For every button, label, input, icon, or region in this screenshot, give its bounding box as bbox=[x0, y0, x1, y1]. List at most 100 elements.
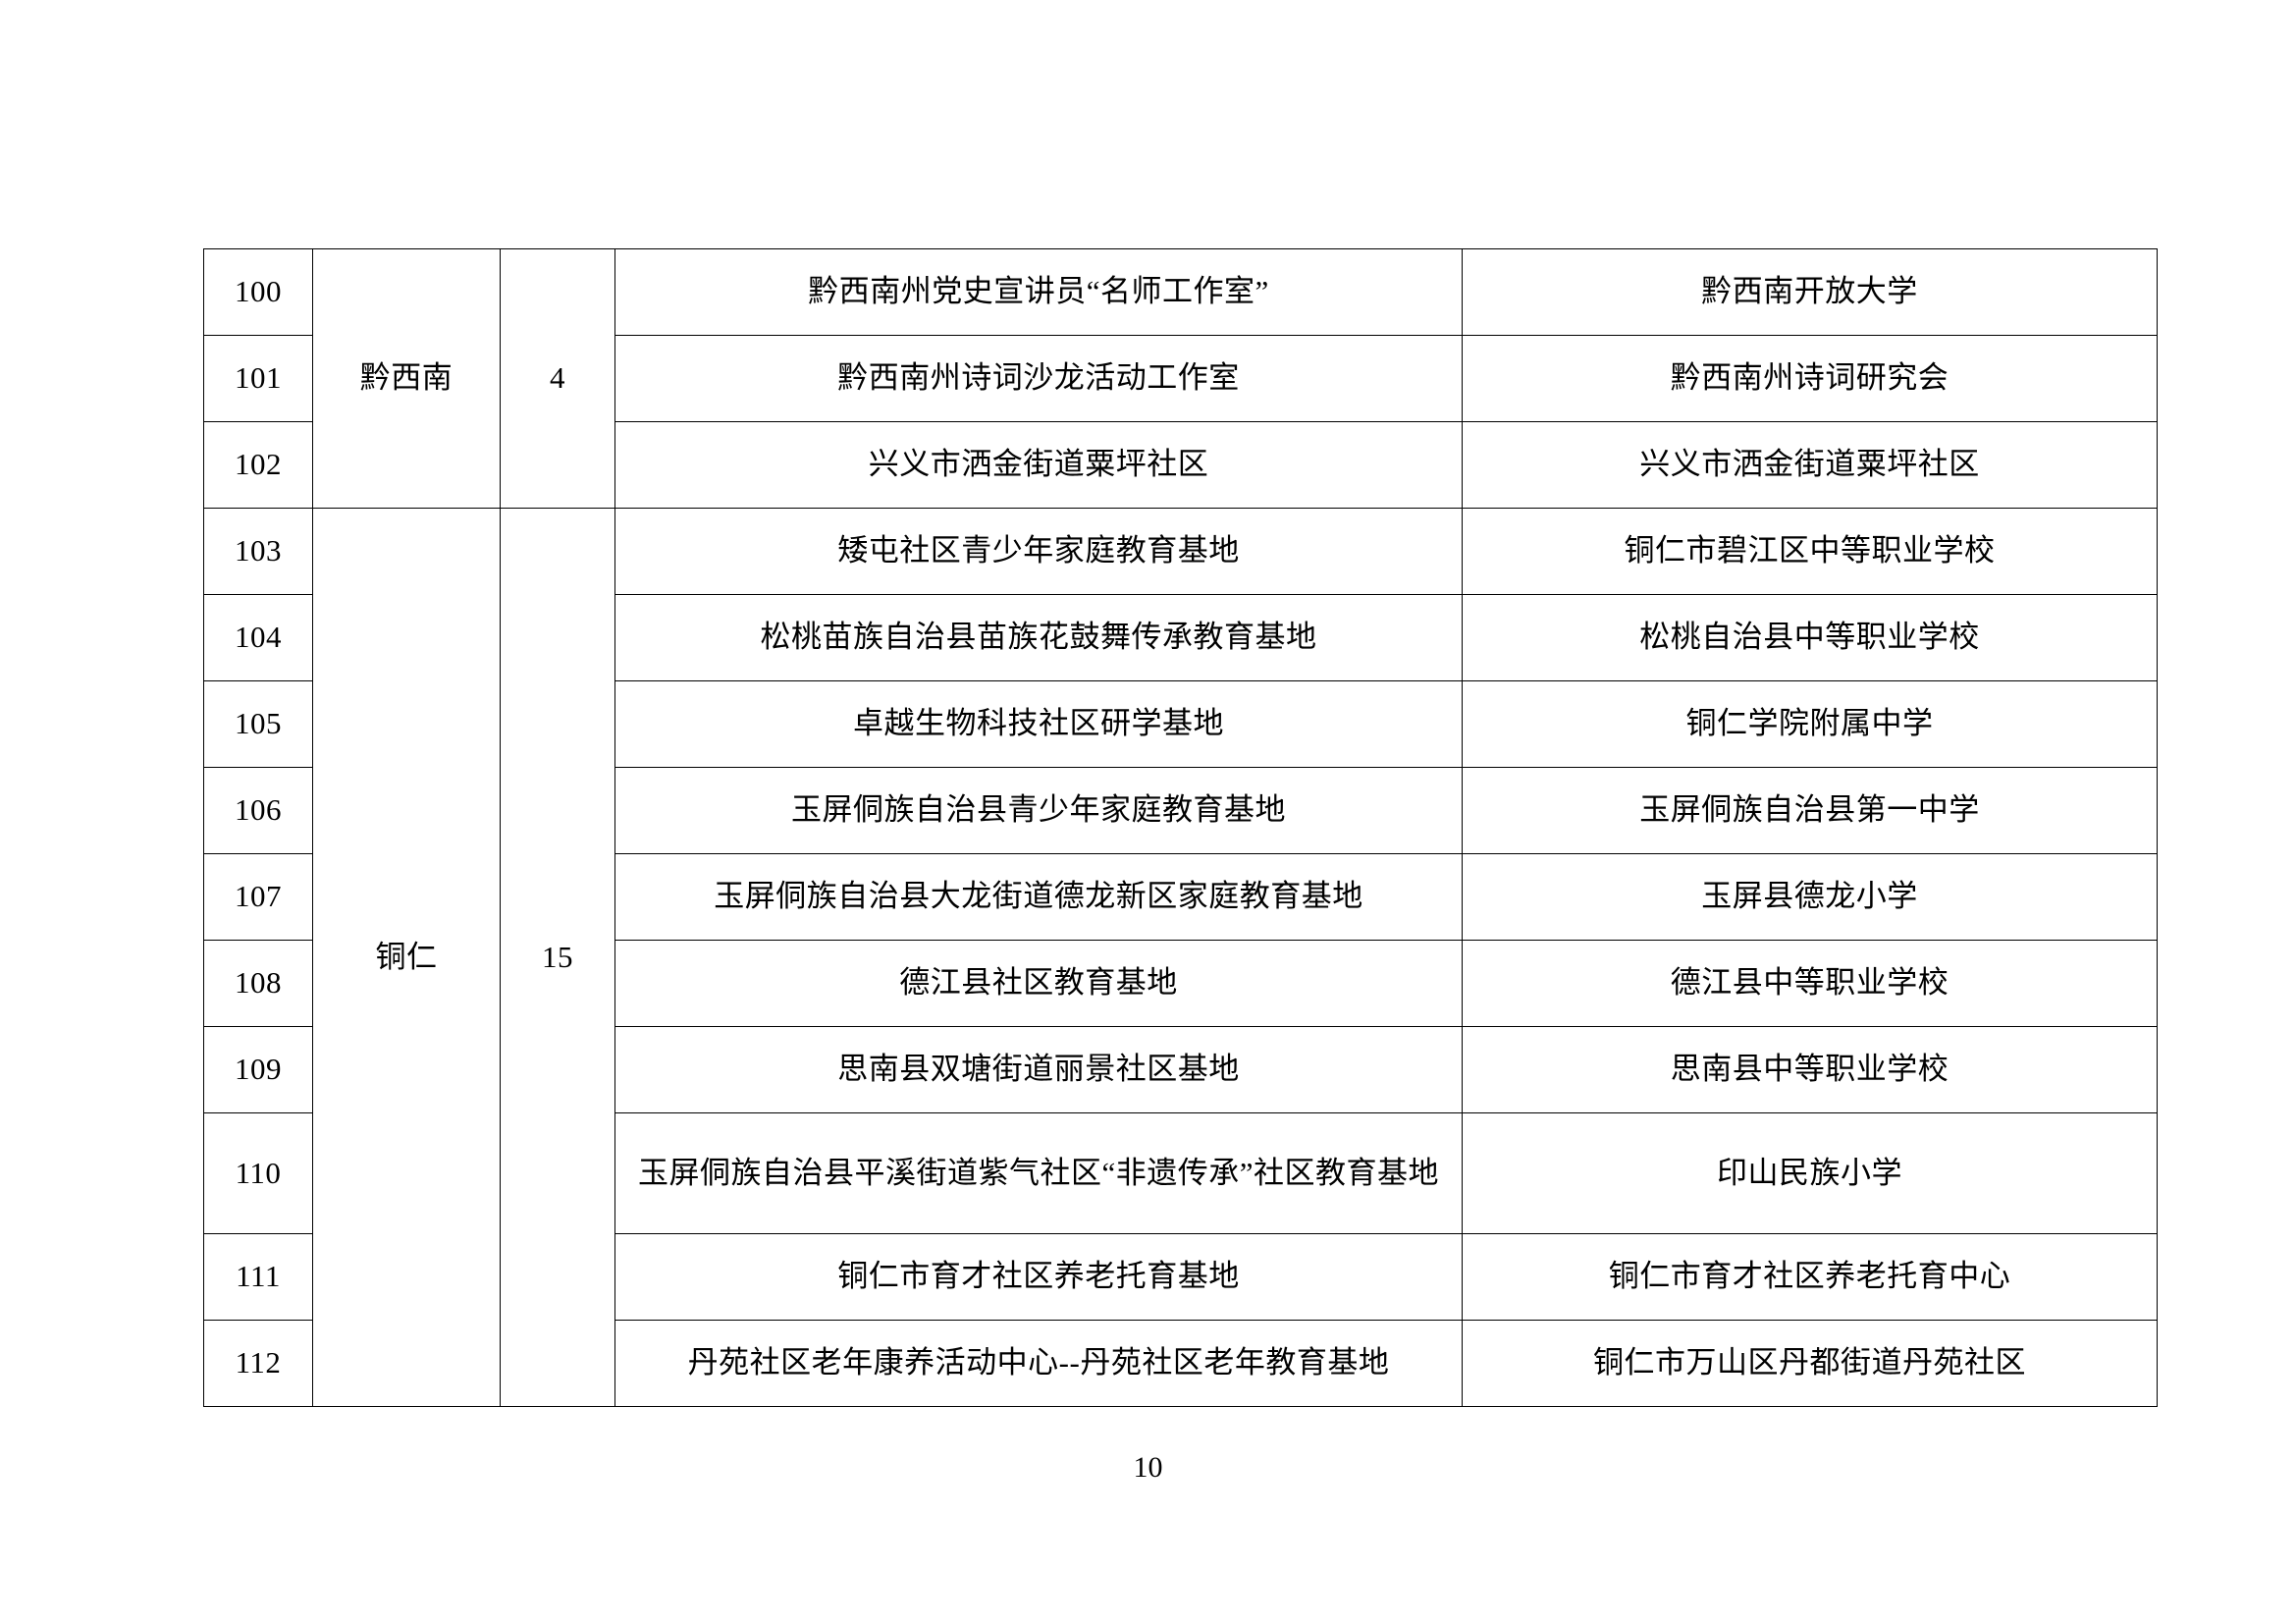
table-row: 108 德江县社区教育基地 德江县中等职业学校 bbox=[203, 940, 2158, 1027]
project-name-cell: 黔西南州诗词沙龙活动工作室 bbox=[614, 335, 1463, 422]
project-name: 玉屏侗族自治县平溪街道紫气社区“非遗传承”社区教育基地 bbox=[637, 1155, 1440, 1190]
count-value: 15 bbox=[542, 939, 573, 974]
row-number-cell: 109 bbox=[203, 1026, 313, 1113]
table-row: 105 卓越生物科技社区研学基地 铜仁学院附属中学 bbox=[203, 680, 2158, 768]
table-row: 101 黔西南州诗词沙龙活动工作室 黔西南州诗词研究会 bbox=[203, 335, 2158, 422]
host-org: 铜仁市万山区丹都街道丹苑社区 bbox=[1593, 1345, 2026, 1380]
table-row: 109 思南县双塘街道丽景社区基地 思南县中等职业学校 bbox=[203, 1026, 2158, 1113]
project-name-cell: 卓越生物科技社区研学基地 bbox=[614, 680, 1463, 768]
table-row: 104 松桃苗族自治县苗族花鼓舞传承教育基地 松桃自治县中等职业学校 bbox=[203, 594, 2158, 681]
count-value: 4 bbox=[550, 360, 565, 396]
host-org: 铜仁市育才社区养老托育中心 bbox=[1608, 1259, 2011, 1294]
host-org: 黔西南州诗词研究会 bbox=[1670, 360, 1949, 396]
project-name: 思南县双塘街道丽景社区基地 bbox=[837, 1052, 1240, 1087]
row-number: 105 bbox=[235, 706, 282, 741]
row-number-cell: 111 bbox=[203, 1233, 313, 1321]
table-row: 107 玉屏侗族自治县大龙街道德龙新区家庭教育基地 玉屏县德龙小学 bbox=[203, 853, 2158, 941]
row-number-cell: 105 bbox=[203, 680, 313, 768]
project-name-cell: 玉屏侗族自治县青少年家庭教育基地 bbox=[614, 767, 1463, 854]
project-name: 松桃苗族自治县苗族花鼓舞传承教育基地 bbox=[760, 620, 1317, 655]
project-name-cell: 兴义市洒金街道粟坪社区 bbox=[614, 421, 1463, 509]
row-number: 106 bbox=[235, 792, 282, 828]
table-row: 100 黔西南 4 黔西南州党史宣讲员“名师工作室” 黔西南开放大学 bbox=[203, 248, 2158, 509]
row-number: 103 bbox=[235, 533, 282, 568]
host-org-cell: 印山民族小学 bbox=[1462, 1112, 2158, 1234]
row-number-cell: 108 bbox=[203, 940, 313, 1027]
table-row: 112 丹苑社区老年康养活动中心--丹苑社区老年教育基地 铜仁市万山区丹都街道丹… bbox=[203, 1320, 2158, 1407]
host-org: 松桃自治县中等职业学校 bbox=[1639, 620, 1980, 655]
host-org: 思南县中等职业学校 bbox=[1670, 1052, 1949, 1087]
row-number: 102 bbox=[235, 447, 282, 482]
row-number-cell: 110 bbox=[203, 1112, 313, 1234]
row-number: 109 bbox=[235, 1052, 282, 1087]
row-number: 112 bbox=[235, 1345, 282, 1380]
row-number: 104 bbox=[235, 620, 282, 655]
count-cell: 15 bbox=[500, 508, 615, 1407]
row-number-cell: 101 bbox=[203, 335, 313, 422]
project-name-cell: 铜仁市育才社区养老托育基地 bbox=[614, 1233, 1463, 1321]
host-org: 印山民族小学 bbox=[1717, 1155, 1902, 1190]
project-name-cell: 松桃苗族自治县苗族花鼓舞传承教育基地 bbox=[614, 594, 1463, 681]
host-org-cell: 玉屏侗族自治县第一中学 bbox=[1462, 767, 2158, 854]
host-org: 黔西南开放大学 bbox=[1701, 274, 1918, 309]
region-label: 铜仁 bbox=[375, 939, 438, 974]
project-name: 玉屏侗族自治县青少年家庭教育基地 bbox=[791, 792, 1286, 828]
project-name: 玉屏侗族自治县大龙街道德龙新区家庭教育基地 bbox=[714, 879, 1363, 914]
host-org: 兴义市洒金街道粟坪社区 bbox=[1639, 447, 1980, 482]
project-name: 矮屯社区青少年家庭教育基地 bbox=[837, 533, 1240, 568]
project-name-cell: 玉屏侗族自治县平溪街道紫气社区“非遗传承”社区教育基地 bbox=[614, 1112, 1463, 1234]
row-number: 101 bbox=[235, 360, 282, 396]
project-name-cell: 玉屏侗族自治县大龙街道德龙新区家庭教育基地 bbox=[614, 853, 1463, 941]
row-number-cell: 104 bbox=[203, 594, 313, 681]
region-cell: 黔西南 bbox=[312, 248, 501, 509]
table-container: 100 黔西南 4 黔西南州党史宣讲员“名师工作室” 黔西南开放大学 bbox=[203, 248, 2158, 1407]
row-number: 111 bbox=[236, 1259, 281, 1294]
row-number-cell: 103 bbox=[203, 508, 313, 595]
project-name-cell: 德江县社区教育基地 bbox=[614, 940, 1463, 1027]
project-name: 卓越生物科技社区研学基地 bbox=[853, 706, 1224, 741]
host-org: 铜仁市碧江区中等职业学校 bbox=[1624, 533, 1996, 568]
row-number: 107 bbox=[235, 879, 282, 914]
listing-table: 100 黔西南 4 黔西南州党史宣讲员“名师工作室” 黔西南开放大学 bbox=[203, 248, 2158, 1407]
host-org-cell: 铜仁市碧江区中等职业学校 bbox=[1462, 508, 2158, 595]
host-org-cell: 玉屏县德龙小学 bbox=[1462, 853, 2158, 941]
host-org-cell: 黔西南开放大学 bbox=[1462, 248, 2158, 336]
project-name-cell: 思南县双塘街道丽景社区基地 bbox=[614, 1026, 1463, 1113]
table-row: 103 铜仁 15 矮屯社区青少年家庭教育基地 铜仁市碧江区中等职业学校 bbox=[203, 508, 2158, 1407]
project-name-cell: 黔西南州党史宣讲员“名师工作室” bbox=[614, 248, 1463, 336]
host-org-cell: 铜仁市万山区丹都街道丹苑社区 bbox=[1462, 1320, 2158, 1407]
region-label: 黔西南 bbox=[359, 360, 454, 396]
host-org-cell: 德江县中等职业学校 bbox=[1462, 940, 2158, 1027]
count-cell: 4 bbox=[500, 248, 615, 509]
table-row: 110 玉屏侗族自治县平溪街道紫气社区“非遗传承”社区教育基地 印山民族小学 bbox=[203, 1112, 2158, 1234]
project-name: 黔西南州党史宣讲员“名师工作室” bbox=[808, 274, 1269, 309]
row-number: 108 bbox=[235, 965, 282, 1001]
row-number-cell: 107 bbox=[203, 853, 313, 941]
project-name-cell: 丹苑社区老年康养活动中心--丹苑社区老年教育基地 bbox=[614, 1320, 1463, 1407]
table-row: 106 玉屏侗族自治县青少年家庭教育基地 玉屏侗族自治县第一中学 bbox=[203, 767, 2158, 854]
page-number: 10 bbox=[1133, 1451, 1163, 1484]
host-org-cell: 松桃自治县中等职业学校 bbox=[1462, 594, 2158, 681]
host-org-cell: 铜仁学院附属中学 bbox=[1462, 680, 2158, 768]
host-org: 玉屏县德龙小学 bbox=[1701, 879, 1918, 914]
row-number: 100 bbox=[235, 274, 282, 309]
project-name: 黔西南州诗词沙龙活动工作室 bbox=[837, 360, 1240, 396]
project-name: 兴义市洒金街道粟坪社区 bbox=[868, 447, 1209, 482]
project-name: 丹苑社区老年康养活动中心--丹苑社区老年教育基地 bbox=[687, 1345, 1390, 1380]
host-org: 德江县中等职业学校 bbox=[1670, 965, 1949, 1001]
region-cell: 铜仁 bbox=[312, 508, 501, 1407]
host-org-cell: 思南县中等职业学校 bbox=[1462, 1026, 2158, 1113]
host-org-cell: 铜仁市育才社区养老托育中心 bbox=[1462, 1233, 2158, 1321]
row-number: 110 bbox=[235, 1155, 282, 1190]
row-number-cell: 112 bbox=[203, 1320, 313, 1407]
host-org: 玉屏侗族自治县第一中学 bbox=[1639, 792, 1980, 828]
project-name-cell: 矮屯社区青少年家庭教育基地 bbox=[614, 508, 1463, 595]
row-number-cell: 100 bbox=[203, 248, 313, 336]
host-org-cell: 兴义市洒金街道粟坪社区 bbox=[1462, 421, 2158, 509]
project-name: 铜仁市育才社区养老托育基地 bbox=[837, 1259, 1240, 1294]
row-number-cell: 102 bbox=[203, 421, 313, 509]
host-org-cell: 黔西南州诗词研究会 bbox=[1462, 335, 2158, 422]
host-org: 铜仁学院附属中学 bbox=[1685, 706, 1934, 741]
project-name: 德江县社区教育基地 bbox=[899, 965, 1178, 1001]
